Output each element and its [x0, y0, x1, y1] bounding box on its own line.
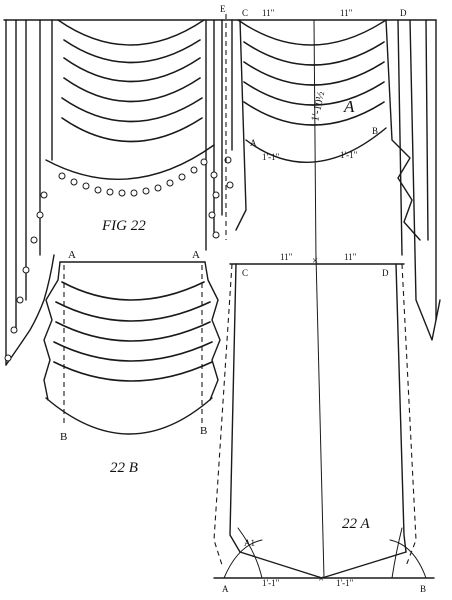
top-label-b: B: [372, 126, 378, 136]
pattern-label-b: B: [420, 584, 426, 594]
top-dim-b: 1'-1": [340, 150, 358, 160]
fig-22-swag: FIG 22: [3, 19, 234, 366]
top-dim-left: 11": [262, 8, 275, 18]
fig-22b-label-a-right: A: [192, 249, 200, 261]
fig-22-caption: FIG 22: [101, 218, 146, 234]
pattern-center-mark-top: ×: [312, 255, 318, 267]
pattern-dim-left: 11": [280, 252, 293, 262]
pattern-center-mark-bottom: ×: [318, 573, 324, 585]
top-label-d: D: [400, 8, 407, 18]
pattern-label-d: D: [382, 268, 389, 278]
fig-22b-label-a-left: A: [68, 249, 76, 261]
fig-22a-pattern: × × C D 11" 11" 22 A A1 A B 1'-1" 1'-1": [213, 252, 435, 594]
fig-22b-caption: 22 B: [110, 460, 138, 476]
top-label-a: A: [250, 138, 257, 148]
fig-22b-panel: A A B B 22 B: [43, 249, 221, 476]
top-label-e: E: [220, 4, 226, 14]
pattern-label-a: A: [222, 584, 229, 594]
top-drop-label: 1'-10½: [309, 90, 327, 122]
top-dim-a: 1'-1": [262, 152, 280, 162]
fig-top-right-swag: E C 11" 11" D A 1'-10½ A B 1'-1" 1'-1": [220, 4, 441, 341]
pattern-label-a1: A1: [244, 538, 255, 548]
pattern-dim-bottom-left: 1'-1": [262, 578, 280, 588]
top-dim-right: 11": [340, 8, 353, 18]
pattern-dim-right: 11": [344, 252, 357, 262]
fig-22b-label-b-right: B: [200, 425, 207, 437]
top-label-c: C: [242, 8, 248, 18]
fringe-tassels: [4, 156, 234, 362]
pattern-label-c: C: [242, 268, 248, 278]
top-panel-letter: A: [343, 97, 355, 116]
pattern-dim-bottom-right: 1'-1": [336, 578, 354, 588]
pattern-caption: 22 A: [342, 516, 370, 532]
fig-22b-label-b-left: B: [60, 431, 67, 443]
